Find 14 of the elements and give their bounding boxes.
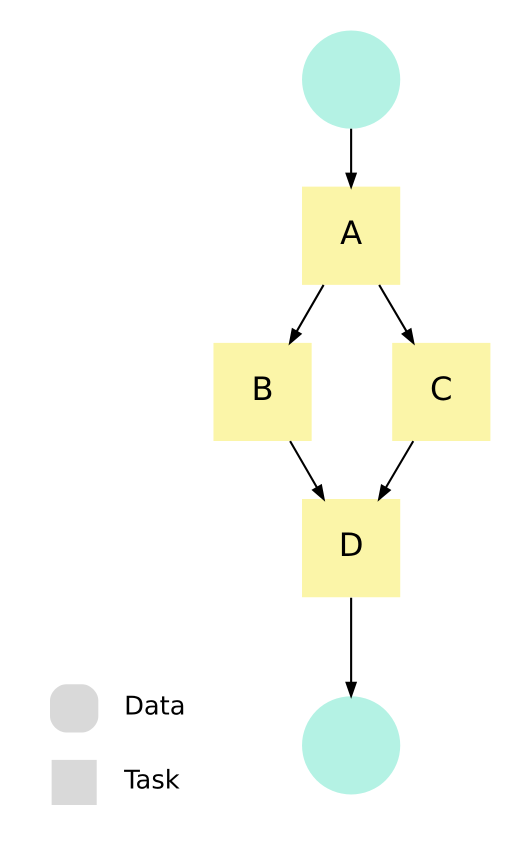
- node-box: A: [302, 186, 400, 285]
- arrow: [289, 440, 326, 502]
- legend-label: Task: [124, 766, 180, 796]
- arrow: [345, 598, 358, 699]
- node-circle: [302, 30, 400, 129]
- node-box: D: [302, 499, 400, 598]
- node-box: B: [213, 342, 312, 442]
- arrow: [378, 284, 415, 346]
- node-circle: [302, 696, 400, 794]
- legend-label: Data: [124, 691, 186, 722]
- arrow: [288, 284, 324, 346]
- node-box: C: [392, 342, 490, 442]
- arrow: [345, 128, 358, 190]
- arrow: [378, 440, 414, 502]
